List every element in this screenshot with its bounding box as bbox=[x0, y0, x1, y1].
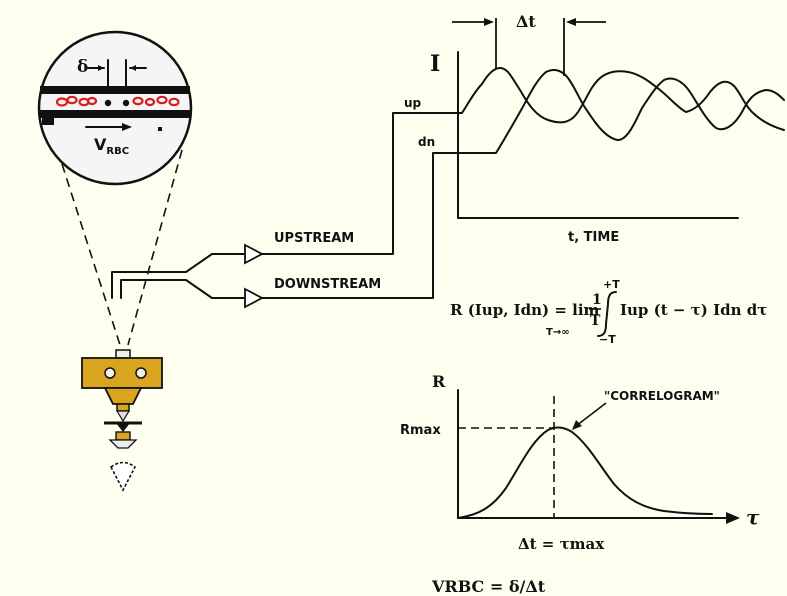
correlation-equation: R (Iup, Idn) = lim T→∞ 1 T +T −T Iup (t … bbox=[450, 278, 767, 346]
equation-limit: T→∞ bbox=[546, 327, 570, 338]
signal-plot: I up dn t, TIME Δt bbox=[404, 12, 785, 245]
velocity-label: VRBC bbox=[94, 135, 129, 157]
integral-sign bbox=[597, 291, 617, 337]
projection-line-left bbox=[61, 163, 121, 346]
r-axis-label: R bbox=[432, 372, 446, 391]
tau-axis-arrow-icon bbox=[726, 512, 740, 524]
signal-lines bbox=[111, 112, 459, 309]
microscope-icon bbox=[81, 349, 163, 492]
up-trace-label: up bbox=[404, 96, 422, 110]
tau-axis-label: τ bbox=[746, 505, 760, 529]
downstream-window-dot bbox=[122, 99, 130, 107]
correlogram-pointer-icon bbox=[572, 420, 582, 430]
projection-line-right bbox=[127, 149, 183, 346]
equation-fraction-den: T bbox=[590, 313, 601, 329]
light-source-icon bbox=[109, 461, 137, 492]
correlogram-label: "CORRELOGRAM" bbox=[604, 389, 720, 403]
red-blood-cells bbox=[55, 95, 180, 107]
time-axis-label: t, TIME bbox=[568, 230, 619, 245]
upstream-trace bbox=[457, 67, 785, 131]
vessel-debris bbox=[42, 118, 54, 125]
equation-lower-bound: −T bbox=[599, 333, 616, 346]
delta-dimension bbox=[87, 59, 147, 87]
peak-label: Δt = τmax bbox=[518, 535, 605, 553]
delta-t-label: Δt bbox=[516, 12, 536, 31]
inset-circle bbox=[37, 30, 193, 186]
correlogram-plot: R Rmax "CORRELOGRAM" τ Δt = τmax bbox=[400, 372, 760, 553]
equation-upper-bound: +T bbox=[603, 278, 620, 291]
intensity-axis-label: I bbox=[430, 51, 440, 77]
correlogram-curve bbox=[457, 426, 713, 519]
vessel-wall-top bbox=[40, 86, 190, 94]
magnified-vessel-inset: δ VRBC bbox=[37, 30, 193, 186]
upstream-label: UPSTREAM bbox=[274, 231, 354, 246]
upstream-window-dot bbox=[104, 99, 112, 107]
equation-integrand: Iup (t − τ) Idn dτ bbox=[620, 301, 767, 319]
delta-label: δ bbox=[77, 57, 88, 77]
equation-lhs: R (Iup, Idn) = lim bbox=[450, 301, 600, 319]
equation-fraction-num: 1 bbox=[592, 292, 602, 308]
flow-arrow-icon bbox=[122, 123, 132, 131]
downstream-amplifier-icon bbox=[244, 287, 264, 309]
dn-trace-label: dn bbox=[418, 135, 435, 149]
downstream-trace bbox=[457, 69, 785, 154]
upstream-amplifier-icon bbox=[244, 243, 264, 265]
rmax-label: Rmax bbox=[400, 423, 441, 438]
velocity-formula: VRBC = δ/Δt bbox=[431, 577, 546, 596]
downstream-label: DOWNSTREAM bbox=[274, 277, 381, 292]
vessel-wall-bottom bbox=[40, 110, 190, 118]
